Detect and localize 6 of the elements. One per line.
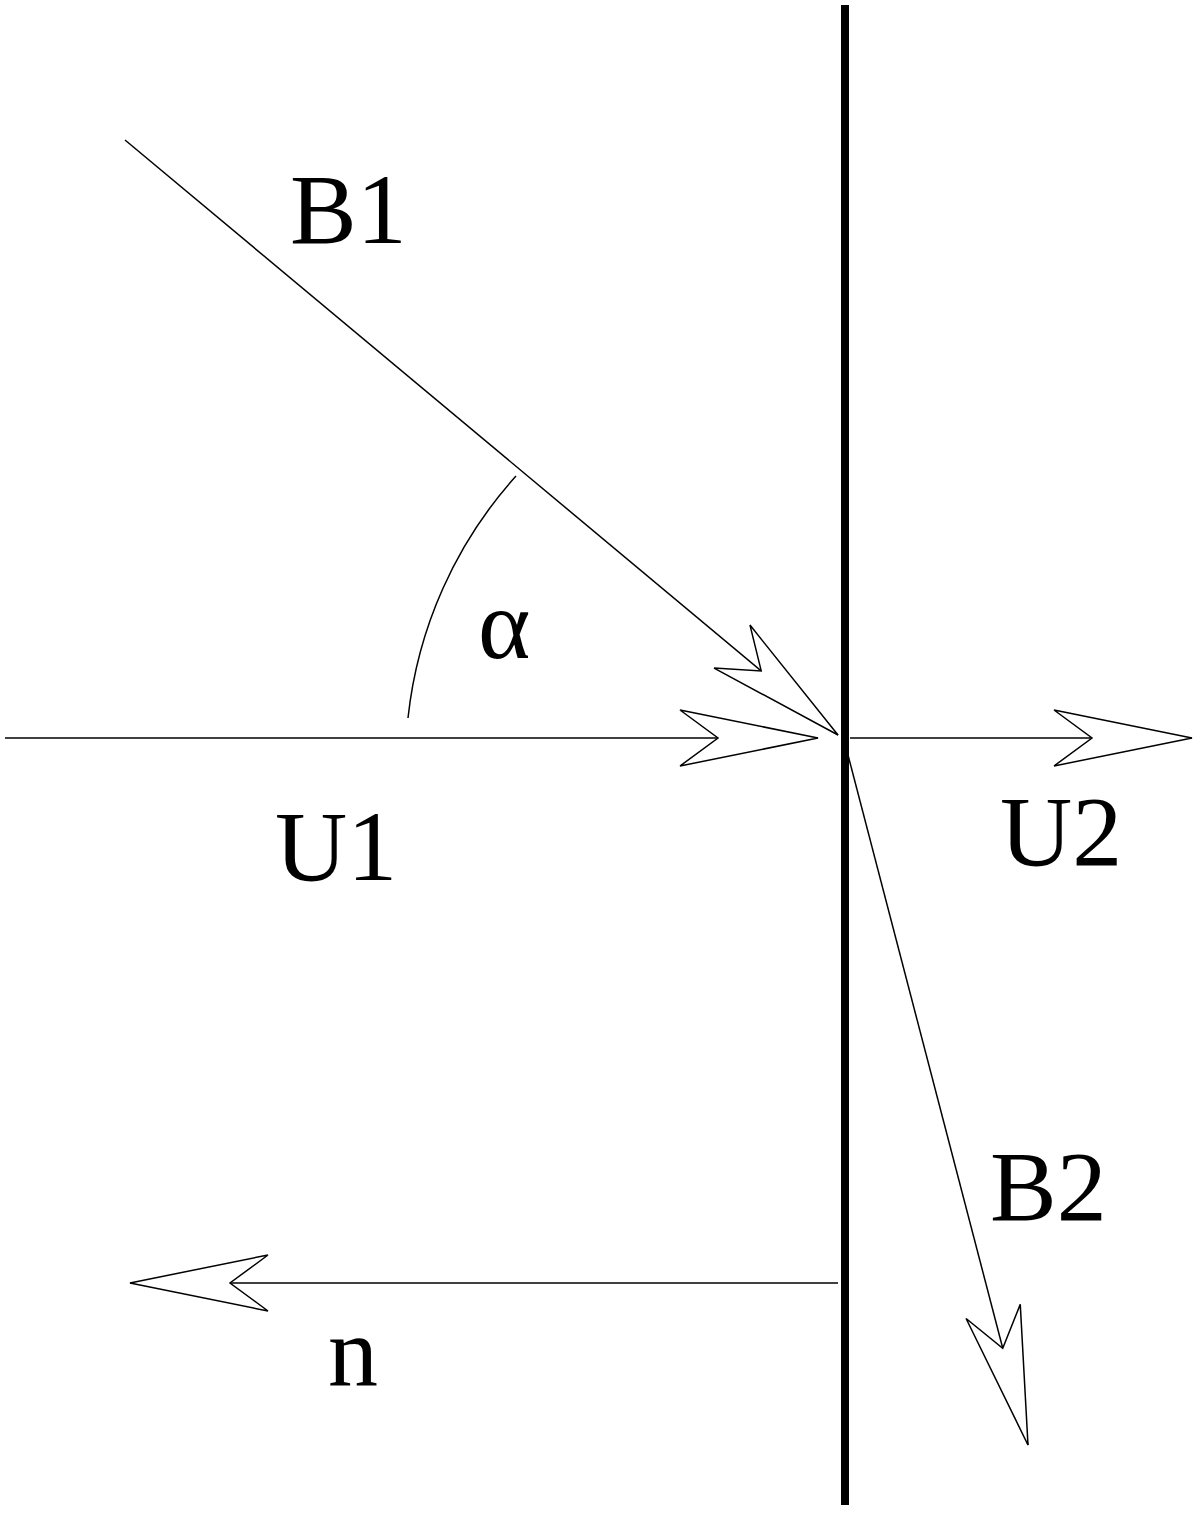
vector-label: n bbox=[328, 1302, 378, 1402]
angle-label: α bbox=[478, 575, 531, 675]
vector-label: U2 bbox=[1000, 782, 1123, 882]
vector-label: B1 bbox=[290, 160, 407, 260]
vector-label: U1 bbox=[275, 797, 398, 897]
vector-label: B2 bbox=[990, 1137, 1107, 1237]
